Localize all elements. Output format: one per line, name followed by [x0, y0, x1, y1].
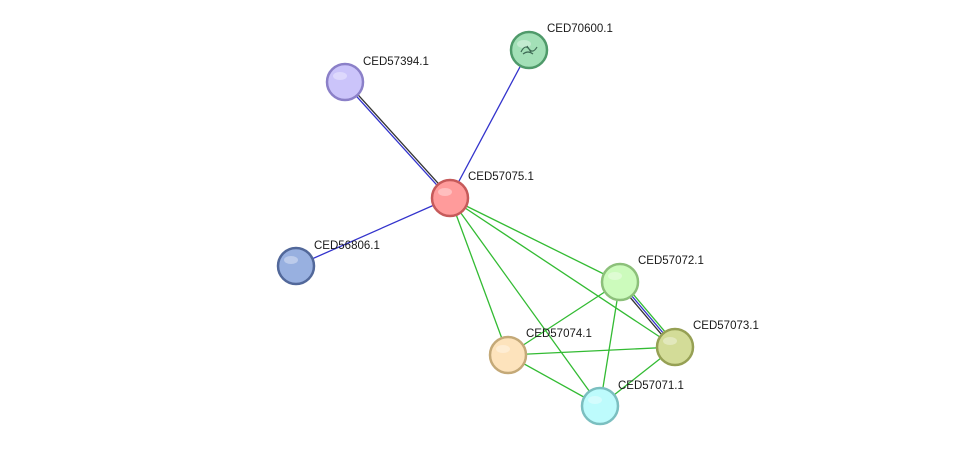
node-label: CED57071.1	[618, 380, 684, 392]
node-CED57073.1[interactable]: CED57073.1	[655, 320, 759, 367]
node-label: CED57073.1	[693, 320, 759, 332]
node-circle[interactable]	[655, 327, 695, 367]
edge-n_center-n_394[interactable]	[343, 82, 450, 200]
node-highlight	[438, 188, 452, 196]
node-highlight	[284, 256, 298, 264]
node-highlight	[608, 272, 622, 280]
edge-n_072-n_074[interactable]	[507, 281, 621, 356]
node-CED57394.1[interactable]: CED57394.1	[325, 56, 429, 102]
node-label: CED70600.1	[547, 23, 613, 35]
node-circle[interactable]	[276, 246, 316, 286]
node-label: CED57394.1	[363, 56, 429, 68]
node-highlight	[663, 337, 677, 345]
node-circle[interactable]	[430, 178, 470, 218]
node-highlight	[588, 396, 602, 404]
edge-n_center-n_074[interactable]	[449, 197, 509, 356]
node-highlight	[517, 40, 531, 48]
edges-layer	[295, 49, 678, 407]
edge-n_center-n_071[interactable]	[449, 197, 601, 407]
node-circle[interactable]	[600, 262, 640, 302]
nodes-layer: CED57075.1 CED57394.1 CED70600.1CED56806.1…	[276, 23, 759, 426]
node-CED56806.1[interactable]: CED56806.1	[276, 240, 380, 286]
node-CED57072.1[interactable]: CED57072.1	[600, 255, 704, 302]
node-highlight	[496, 345, 510, 353]
node-highlight	[333, 72, 347, 80]
edge-n_center-n_600[interactable]	[449, 49, 530, 199]
protein-structure-icon	[520, 45, 538, 55]
edge-n_center-n_394[interactable]	[345, 80, 452, 198]
edge-n_center-n_072[interactable]	[449, 197, 621, 283]
node-label: CED57074.1	[526, 328, 592, 340]
node-circle[interactable]	[325, 62, 365, 102]
edge-n_center-n_073[interactable]	[449, 197, 676, 348]
edge-n_072-n_071[interactable]	[599, 281, 621, 407]
node-CED70600.1[interactable]: CED70600.1	[509, 23, 613, 70]
node-label: CED57075.1	[468, 171, 534, 183]
node-label: CED56806.1	[314, 240, 380, 252]
edge-n_center-n_806[interactable]	[295, 197, 451, 267]
node-CED57075.1[interactable]: CED57075.1	[430, 171, 534, 218]
node-circle[interactable]	[580, 386, 620, 426]
node-CED57071.1[interactable]: CED57071.1	[580, 380, 684, 426]
node-label: CED57072.1	[638, 255, 704, 267]
edge-n_074-n_073[interactable]	[507, 346, 676, 356]
node-CED57074.1[interactable]: CED57074.1	[488, 328, 592, 375]
node-circle[interactable]	[488, 335, 528, 375]
